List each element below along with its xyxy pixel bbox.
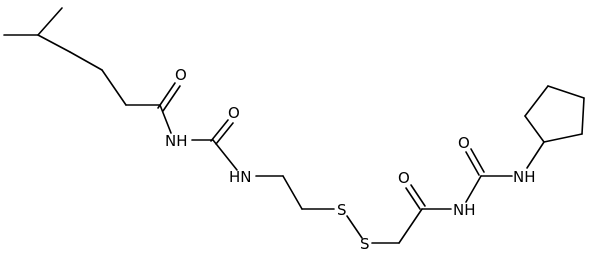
- atom-label-sulfur: S: [360, 235, 370, 253]
- bond: [524, 85, 549, 117]
- bond: [37, 7, 63, 36]
- bond: [37, 34, 71, 53]
- bond: [346, 215, 363, 239]
- atom-label-oxygen: O: [175, 66, 187, 84]
- bond: [159, 104, 172, 134]
- atom-label-hn: HN: [229, 168, 252, 186]
- bond: [547, 85, 585, 99]
- bond: [282, 175, 303, 210]
- bond: [157, 82, 176, 109]
- bond: [526, 141, 545, 169]
- bond: [470, 148, 485, 173]
- bond: [543, 133, 583, 143]
- atom-label-oxygen: O: [398, 169, 410, 187]
- atom-label-nh: NH: [165, 132, 188, 150]
- bond: [215, 122, 234, 145]
- atom-label-nh: NH: [453, 201, 476, 219]
- bond: [405, 187, 421, 210]
- bond: [162, 85, 181, 112]
- atom-labels: O NH O HN S S O NH O NH: [165, 66, 536, 253]
- bond: [465, 175, 482, 203]
- bond: [398, 208, 423, 244]
- bond: [410, 184, 426, 207]
- atom-label-nh: NH: [513, 168, 536, 186]
- bond: [212, 139, 238, 171]
- bond: [524, 115, 545, 143]
- bond: [210, 119, 229, 142]
- bond: [581, 97, 585, 135]
- bond: [101, 69, 127, 106]
- atom-label-sulfur: S: [337, 201, 347, 219]
- atom-label-oxygen: O: [458, 134, 470, 152]
- bond-lines: [3, 7, 585, 244]
- atom-label-oxygen: O: [228, 104, 240, 122]
- bond: [69, 51, 103, 71]
- bond: [465, 151, 480, 176]
